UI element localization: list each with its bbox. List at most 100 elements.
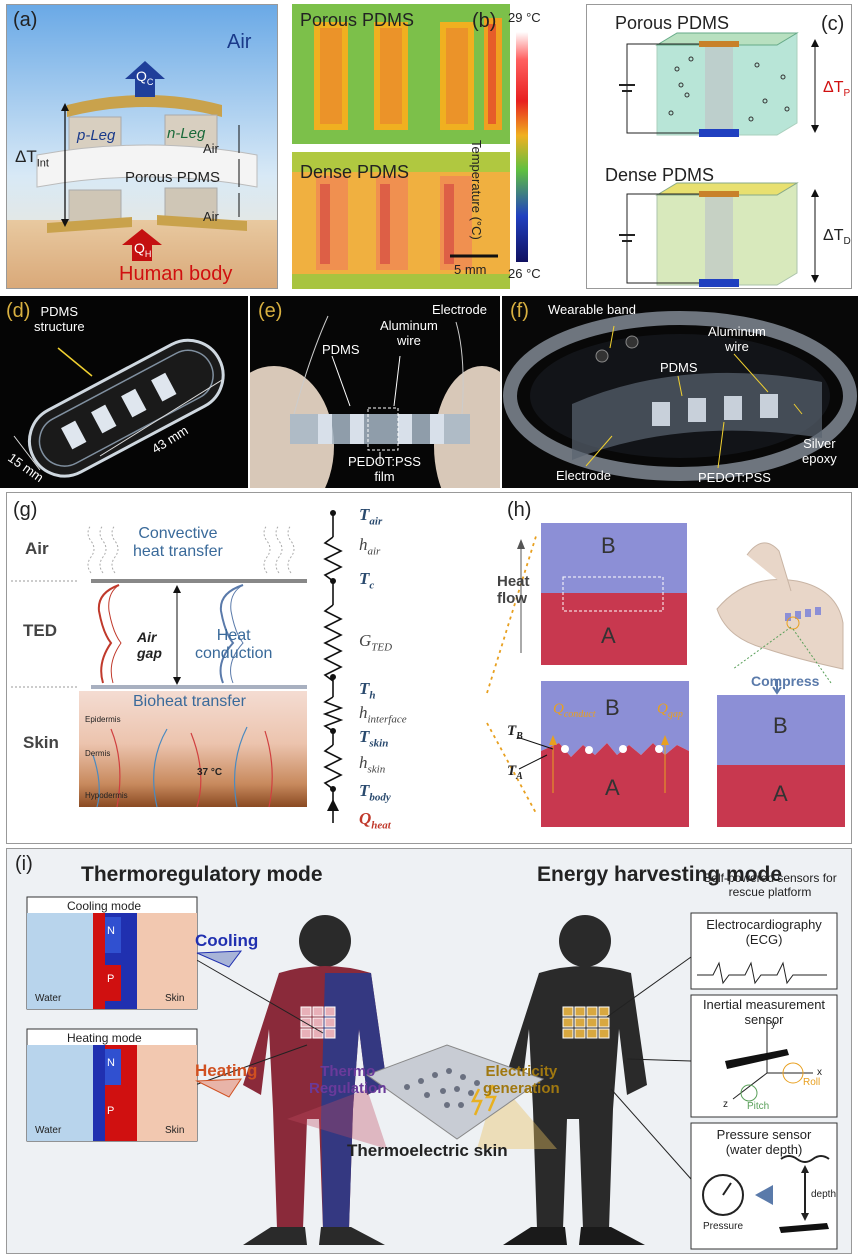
bioheat-label: Bioheat transfer (133, 693, 246, 710)
pdms-label: PDMS (322, 342, 360, 357)
dtp-label: ΔTP (823, 79, 851, 100)
circuit-node-label: Qheat (359, 809, 391, 832)
ted-row-label: TED (23, 621, 57, 640)
panel-letter-h: (h) (507, 499, 532, 521)
material-a-zoom: A (605, 775, 620, 800)
qc-arrow (125, 61, 165, 97)
panel-c: (c) Porous PDMS Dense PDMS ΔTP ΔTD (586, 4, 852, 289)
right-diver (503, 915, 647, 1245)
pdms-label: PDMS (660, 360, 698, 375)
electrode-label: Electrode (556, 468, 611, 483)
scale-label: 5 mm (454, 262, 487, 277)
panel-letter-g: (g) (13, 499, 38, 521)
circuit-node-label: Th (359, 679, 376, 702)
porous-label: Porous PDMS (125, 169, 221, 186)
thermoregulatory-title: Thermoregulatory mode (81, 863, 323, 886)
n-label-2: N (107, 1057, 115, 1069)
circuit-node-label: Tair (359, 505, 383, 528)
water-label-2: Water (35, 1125, 62, 1136)
porous-title: Porous PDMS (300, 10, 415, 30)
q-conduct-label: Qconduct (553, 701, 596, 720)
heat-transfer-diagram (11, 510, 344, 823)
panel-a-illustration (7, 5, 277, 288)
panel-letter: (c) (821, 13, 845, 35)
p-label-2: P (107, 1105, 115, 1117)
pedot-label: PEDOT:PSS (698, 470, 771, 485)
colorbar-min: 26 °C (508, 266, 541, 281)
panel-letter: (f) (510, 300, 529, 322)
hypodermis-label: Hypodermis (85, 791, 128, 800)
axis-y-label: y (771, 1019, 776, 1030)
dtd-label: ΔTD (823, 227, 851, 248)
panel-letter: (b) (472, 10, 497, 32)
human-body-label: Human body (119, 263, 233, 285)
cooling-mode-title: Cooling mode (67, 899, 142, 913)
skin-row-label: Skin (23, 733, 59, 752)
panel-letter: (i) (15, 853, 33, 875)
circuit-node-label: Tbody (359, 781, 391, 804)
panel-b: (b) Porous PDMS Dense PDMS 5 mm 29 °C 26… (292, 4, 554, 289)
qc-label: QC (136, 68, 154, 87)
cooling-label: Cooling (195, 931, 259, 950)
panel-letter: (a) (13, 9, 38, 31)
p-leg-label: p-Leg (77, 127, 116, 144)
air-row-label: Air (25, 539, 49, 558)
electrode-label: Electrode (432, 302, 487, 317)
air-upper-label: Air (203, 141, 219, 156)
dense-title: Dense PDMS (300, 162, 410, 182)
interface-diagram (486, 523, 845, 827)
material-a-top: A (601, 623, 616, 648)
panel-a: (a) Air QC QH p-Leg n-Leg Air Porous PDM… (6, 4, 278, 289)
material-a-compressed: A (773, 781, 788, 806)
ecg-label: Electrocardiography(ECG) (706, 917, 822, 947)
panel-i-illustration (26, 896, 838, 1250)
ta-label: TA (507, 763, 523, 782)
material-b-compressed: B (773, 713, 788, 738)
heating-label: Heating (195, 1061, 258, 1080)
circuit-node-label: GTED (359, 631, 393, 654)
pdms-structure-photo (13, 338, 225, 478)
axis-x-label: x (817, 1067, 822, 1078)
n-leg-label: n-Leg (167, 125, 206, 142)
band-label: Wearable band (548, 302, 636, 317)
pressure-label: Pressure (703, 1221, 744, 1232)
energy-title: Energy harvesting mode (537, 863, 783, 886)
skin-label: Skin (165, 993, 185, 1004)
p-label: P (107, 973, 115, 985)
delta-t-label: ΔTInt (15, 147, 49, 170)
circuit-node-label: Tc (359, 569, 375, 592)
depth-label: depth (811, 1189, 837, 1200)
panel-i: (i) Thermoregulatory mode Energy harvest… (6, 848, 852, 1254)
qh-arrow (122, 229, 162, 261)
colorbar-label: Temperature (°C) (469, 140, 484, 240)
material-b-zoom: B (605, 695, 620, 720)
left-diver (243, 915, 387, 1245)
water-label: Water (35, 993, 62, 1004)
material-b-top: B (601, 533, 616, 558)
heating-vertical-label: Heating (123, 1051, 135, 1089)
qh-label: QH (134, 240, 152, 259)
colorbar-max: 29 °C (508, 10, 541, 25)
air-label: Air (227, 31, 252, 53)
axis-z-label: z (723, 1099, 728, 1110)
pitch-label: Pitch (747, 1101, 770, 1112)
pressure-sensor-label: Pressure sensor(water depth) (716, 1127, 812, 1157)
n-label: N (107, 925, 115, 937)
wearable-band-photo (503, 311, 857, 481)
air-lower-label: Air (203, 209, 219, 224)
